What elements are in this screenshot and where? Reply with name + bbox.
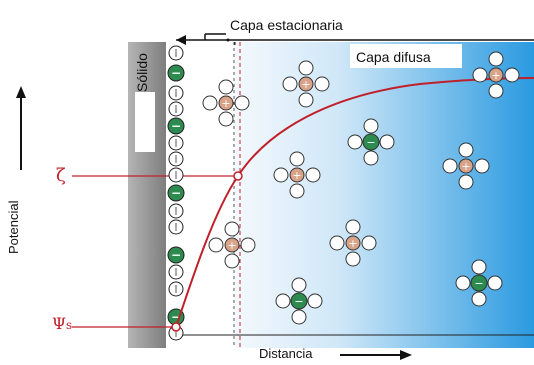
svg-text:−: − bbox=[294, 295, 303, 308]
svg-text:−: − bbox=[171, 310, 181, 324]
svg-text:−: − bbox=[366, 136, 375, 149]
diffuse-label-box bbox=[350, 44, 462, 68]
diffuse-layer-label: Capa difusa bbox=[356, 49, 431, 65]
svg-text:+: + bbox=[491, 69, 500, 82]
svg-text:+: + bbox=[461, 160, 470, 173]
stationary-layer-label: Capa estacionaria bbox=[230, 17, 343, 33]
negative-ion-icon bbox=[167, 246, 185, 264]
zeta-point bbox=[233, 171, 243, 181]
negative-ion-icon bbox=[167, 64, 185, 82]
svg-text:−: − bbox=[171, 66, 181, 80]
negative-ion-icon: − bbox=[347, 118, 395, 166]
solid-label-box bbox=[135, 92, 155, 152]
solid-label: Sólido bbox=[134, 53, 150, 92]
potential-label: Potencial bbox=[6, 200, 21, 254]
bracket-arrowhead bbox=[176, 35, 186, 45]
negative-ion-icon: − bbox=[275, 277, 323, 325]
svg-text:+: + bbox=[348, 237, 357, 250]
potential-arrowhead bbox=[16, 86, 26, 98]
negative-ion-icon: − bbox=[455, 259, 503, 307]
svg-text:−: − bbox=[171, 248, 181, 262]
positive-ion-icon: + bbox=[472, 51, 520, 99]
positive-ion-icon: + bbox=[273, 151, 321, 199]
svg-text:−: − bbox=[474, 277, 483, 290]
svg-text:+: + bbox=[301, 78, 310, 91]
potential-curve bbox=[175, 77, 534, 328]
negative-ion-icon bbox=[167, 184, 185, 202]
svg-text:+: + bbox=[292, 169, 301, 182]
positive-ion-icon: + bbox=[208, 221, 256, 269]
svg-text:−: − bbox=[171, 186, 181, 200]
positive-ion-icon: + bbox=[282, 60, 330, 108]
psi-symbol: Ψ bbox=[52, 314, 67, 333]
psi-point bbox=[171, 322, 181, 332]
psi-subscript: s bbox=[66, 318, 73, 332]
distance-arrowhead bbox=[400, 350, 412, 360]
psi-label: Ψs bbox=[52, 314, 72, 333]
distance-label: Distancia bbox=[259, 346, 313, 361]
positive-ion-icon: + bbox=[329, 219, 377, 267]
zeta-label: ζ bbox=[56, 165, 66, 186]
positive-ion-icon: + bbox=[202, 79, 250, 127]
svg-text:+: + bbox=[221, 97, 230, 110]
positive-ion-icon: + bbox=[442, 142, 490, 190]
svg-text:+: + bbox=[227, 239, 236, 252]
svg-text:−: − bbox=[171, 119, 181, 133]
negative-ion-icon bbox=[167, 117, 185, 135]
